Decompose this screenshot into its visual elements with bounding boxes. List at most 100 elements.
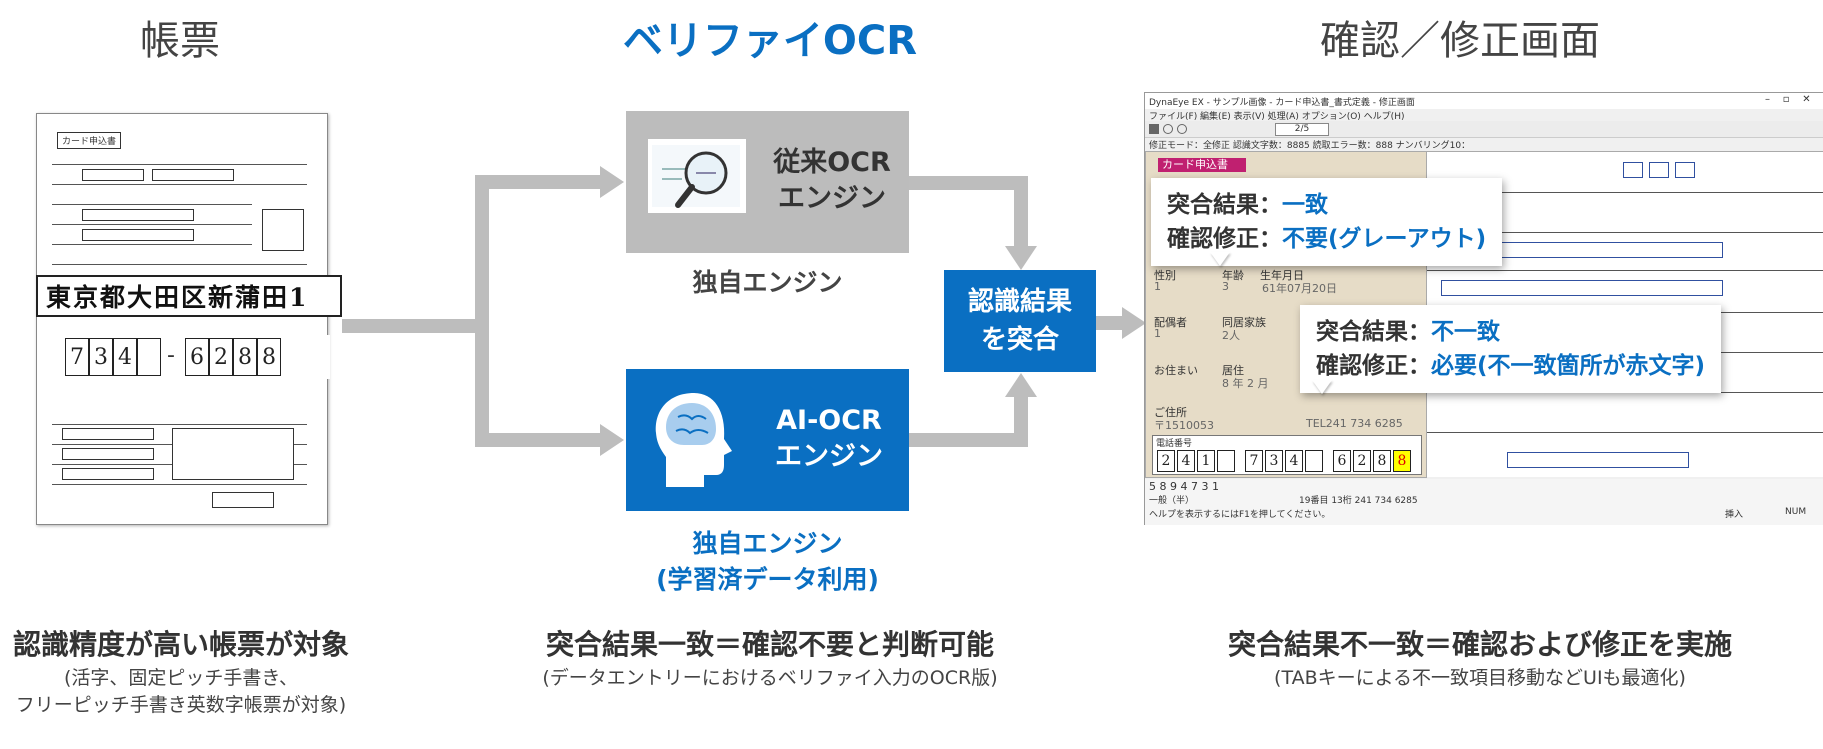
save-icon[interactable] [1149,124,1159,134]
arrow-engine2-out [909,433,1024,447]
family-value[interactable]: 2人 [1222,329,1240,342]
engine1-label: 従来OCR エンジン [762,145,902,217]
arrow-form-out [342,319,482,333]
phone-digit[interactable]: 2 [1157,450,1175,472]
spouse-label: 配偶者 [1154,316,1187,329]
left-column-title: 帳票 [140,18,220,64]
center-column-title: ベリファイOCR [622,18,918,64]
form-check-box [1623,162,1643,178]
form-bottom-sketch [52,414,312,514]
arrowhead-merge-bottom [1005,373,1037,397]
bottom-hint: ヘルプを表示するにはF1を押してください。 [1149,510,1331,520]
callout-match-tail [1210,252,1230,266]
engine2-label-line1: AI-OCR [776,405,882,436]
age-label: 年齢 [1222,269,1244,282]
engine2-sub-line2: (学習済データ利用) [656,565,879,594]
digit-box [137,338,161,376]
phone-digit[interactable]: 2 [1353,450,1371,472]
arrowhead-screen [1122,307,1146,339]
merge-label-line2: を突合 [980,325,1059,355]
engine1-box: 従来OCR エンジン [626,111,909,253]
phone-digit[interactable] [1305,450,1323,472]
window-titlebar: DynaEye EX - サンプル画像 - カード申込書_書式定義 - 修正画面… [1145,93,1823,109]
digit-dash: - [167,343,175,368]
phone-label: 電話番号 [1156,439,1193,449]
form-header: カード申込書 [1158,158,1246,172]
bottom-row2: 一般（半） [1149,496,1195,506]
arrow-engine1-down [1014,176,1028,248]
phone-digits[interactable]: 2 4 1 7 3 4 6 2 8 8 [1157,450,1411,472]
address-text: 東京都大田区新蒲田1 [46,283,309,312]
head-brain-icon [648,387,740,495]
engine2-box: AI-OCR エンジン [626,369,909,511]
residence-label: お住まい [1154,364,1198,377]
zoom-in-icon[interactable] [1163,124,1173,134]
gender-label: 性別 [1154,269,1176,282]
callout-mismatch-label2: 確認修正： [1316,353,1431,379]
callout-mismatch-tail [1312,380,1332,394]
merge-box: 認識結果 を突合 [944,270,1096,372]
engine2-label: AI-OCR エンジン [754,403,904,475]
arrowhead-engine1 [600,166,624,198]
digit-box: 2 [209,338,233,376]
engine1-sub: 独自エンジン [692,268,843,297]
form-field-row [1507,452,1689,468]
callout-match: 突合結果：一致 確認修正：不要(グレーアウト) [1151,178,1503,266]
left-caption-bold: 認識精度が高い帳票が対象 [12,628,349,661]
engine1-label-line2: エンジン [778,183,886,214]
status-line: 修正モード：全修正 認識文字数：8885 読取エラー数：888 ナンバリング10… [1149,141,1471,151]
digit-box: 7 [65,338,89,376]
arrow-merge-out [1096,316,1126,330]
stay-value[interactable]: 8 年 2 月 [1222,377,1269,390]
phone-digit[interactable]: 4 [1177,450,1195,472]
callout-match-label1: 突合結果： [1167,192,1282,218]
arrowhead-engine2 [600,424,624,456]
arrow-to-engine2 [475,433,605,447]
address-label: ご住所 [1154,406,1187,419]
arrowhead-merge-top [1005,246,1037,270]
menu-bar[interactable]: ファイル(F) 編集(E) 表示(V) 処理(A) オプション(O) ヘルプ(H… [1149,112,1405,122]
right-column-title: 確認／修正画面 [1320,18,1600,64]
window-title: DynaEye EX - サンプル画像 - カード申込書_書式定義 - 修正画面 [1149,98,1415,108]
callout-mismatch-value1: 不一致 [1431,319,1500,345]
spouse-value[interactable]: 1 [1154,327,1161,340]
callout-match-label2: 確認修正： [1167,226,1282,252]
phone-digit-mismatch[interactable]: 8 [1393,450,1411,472]
address-zoom-strip: 東京都大田区新蒲田1 [36,275,342,317]
phone-digit[interactable]: 1 [1197,450,1215,472]
age-value[interactable]: 3 [1222,280,1229,293]
arrow-split-vertical [475,175,489,445]
engine1-label-line1: 従来OCR [773,147,891,178]
arrow-engine1-out [909,176,1024,190]
postal-value[interactable]: 〒1510053 [1154,419,1214,432]
callout-mismatch-value2: 必要(不一致箇所が赤文字) [1431,353,1706,379]
right-caption-bold: 突合結果不一致＝確認および修正を実施 [1227,628,1732,661]
phone-digit[interactable]: 6 [1333,450,1351,472]
birth-value[interactable]: 61年07月20日 [1262,282,1337,295]
bottom-digits: 5 8 9 4 7 3 1 [1149,480,1219,493]
digit-box: 6 [185,338,209,376]
phone-digit[interactable]: 3 [1265,450,1283,472]
phone-digit[interactable] [1217,450,1235,472]
digit-box: 4 [113,338,137,376]
callout-mismatch: 突合結果：不一致 確認修正：必要(不一致箇所が赤文字) [1300,305,1722,393]
phone-digit[interactable]: 8 [1373,450,1391,472]
arrow-engine2-up [1014,396,1028,447]
digit-box: 8 [233,338,257,376]
callout-mismatch-label1: 突合結果： [1316,319,1431,345]
phone-digit[interactable]: 4 [1285,450,1303,472]
magnifier-icon [648,139,746,213]
phone-input-strip: 電話番号 2 4 1 7 3 4 6 2 8 8 [1152,435,1422,475]
tel-value[interactable]: TEL241 734 6285 [1306,417,1403,430]
bottom-row2b: 19番目 13桁 241 734 6285 [1299,496,1418,506]
form-label: カード申込書 [57,132,122,149]
window-controls[interactable]: – ▫ ✕ [1765,94,1811,105]
zoom-out-icon[interactable] [1177,124,1187,134]
gender-value[interactable]: 1 [1154,280,1161,293]
digit-zoom-strip: 7 3 4 - 6 2 8 8 [50,335,330,379]
form-field-row [1441,280,1723,296]
callout-match-value2: 不要(グレーアウト) [1282,226,1487,252]
phone-digit[interactable]: 7 [1245,450,1263,472]
page-indicator[interactable]: 2/5 [1275,123,1329,136]
form-check-box [1675,162,1695,178]
